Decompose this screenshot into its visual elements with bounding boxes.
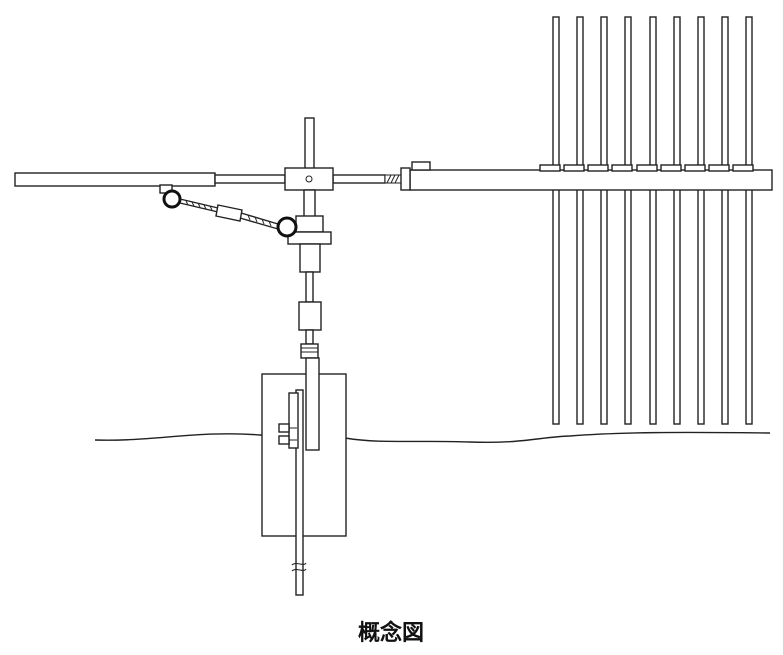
pole-break-mark xyxy=(291,562,307,572)
hatch-lines xyxy=(386,174,400,184)
underground-box xyxy=(261,373,347,537)
boom-clamps xyxy=(539,164,754,172)
support-strut xyxy=(159,184,298,238)
rod-clamp xyxy=(684,164,706,172)
mast-pipe-mid xyxy=(305,271,314,303)
boom-flange xyxy=(400,167,411,191)
rod-clamp xyxy=(660,164,682,172)
mast-pipe-upper xyxy=(303,189,316,219)
rod-element xyxy=(600,16,608,425)
rod-clamp xyxy=(539,164,561,172)
bolt-upper xyxy=(278,423,290,433)
ground-line xyxy=(94,431,771,444)
left-arm xyxy=(14,172,216,187)
rod-clamp xyxy=(732,164,754,172)
right-boom xyxy=(409,169,773,191)
rod-clamp xyxy=(563,164,585,172)
rod-element xyxy=(624,16,632,425)
rod-element xyxy=(576,16,584,425)
rod-clamp xyxy=(611,164,633,172)
sleeve xyxy=(305,357,320,451)
rod-clamp xyxy=(708,164,730,172)
center-bolt xyxy=(305,175,313,183)
bolt-lower xyxy=(278,435,290,445)
upper-mast xyxy=(304,117,315,171)
rod-clamp xyxy=(587,164,609,172)
caption: 概念図 xyxy=(358,620,424,646)
rod-element xyxy=(721,16,729,425)
mast-collar xyxy=(295,215,324,233)
coupler xyxy=(298,301,322,331)
thread-section xyxy=(300,343,319,359)
boom-joint-cap xyxy=(411,161,431,171)
rod-element xyxy=(673,16,681,425)
vertical-pole xyxy=(295,389,304,596)
rotator-base xyxy=(299,243,321,273)
center-clamp xyxy=(284,167,334,191)
rod-element xyxy=(745,16,753,425)
mast-pipe-low xyxy=(305,329,314,345)
rod-element xyxy=(552,16,560,425)
rod-element xyxy=(697,16,705,425)
side-bracket xyxy=(288,392,299,449)
strut-ring-right xyxy=(276,216,298,238)
rod-elements xyxy=(552,16,753,425)
rod-clamp xyxy=(636,164,658,172)
horizontal-boom-right xyxy=(332,174,386,184)
strut-ring-left xyxy=(162,189,182,209)
rod-element xyxy=(649,16,657,425)
horizontal-boom-left xyxy=(214,174,286,184)
